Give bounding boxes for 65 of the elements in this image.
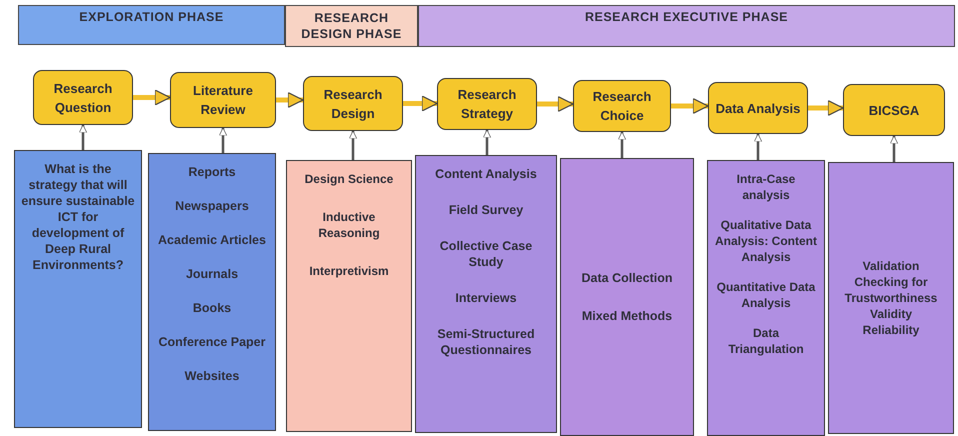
arrow	[348, 130, 358, 160]
phase-title: RESEARCH EXECUTIVE PHASE	[584, 9, 788, 25]
item-text: Books	[192, 300, 232, 316]
phase-title: EXPLORATION PHASE	[79, 9, 224, 25]
item-text: Validation Checking for Trustworthiness	[844, 258, 938, 306]
step-label: Research Design	[322, 86, 384, 122]
item-text: Websites	[184, 368, 240, 384]
item-text: Journals	[186, 266, 238, 282]
detail-panel	[286, 160, 412, 432]
step-label: Research Choice	[592, 88, 652, 125]
item-text: Interviews	[455, 290, 517, 306]
step-label: Research Strategy	[456, 86, 518, 123]
step-label: BICSGA	[868, 102, 920, 120]
arrow	[671, 98, 709, 114]
item-text: Collective Case Study	[438, 238, 534, 270]
process-box	[573, 80, 671, 132]
arrow	[890, 136, 898, 162]
arrow	[78, 124, 88, 150]
detail-panel	[707, 160, 825, 436]
item-text: Mixed Methods	[582, 308, 672, 324]
process-box	[843, 84, 945, 136]
arrow	[482, 130, 492, 155]
arrow	[537, 96, 574, 112]
item-text: Design Science	[304, 171, 394, 187]
step-label: Research Question	[52, 80, 114, 116]
arrow	[808, 100, 844, 116]
detail-panel	[148, 153, 276, 431]
item-text: Academic Articles	[158, 232, 266, 248]
item-text: Qualitative Data Analysis: Content Analysis	[714, 217, 818, 265]
step-label: Data Analysis	[716, 100, 800, 118]
item-text: Reports	[188, 164, 236, 180]
item-text: Validity	[870, 306, 912, 322]
item-text: Intra-Case analysis	[736, 171, 796, 203]
item-text: Quantitative Data Analysis	[716, 279, 816, 311]
process-box	[708, 82, 808, 134]
detail-panel	[14, 150, 142, 428]
process-box	[303, 76, 403, 131]
detail-panel	[415, 155, 557, 433]
item-text: Data Triangulation	[727, 325, 805, 357]
item-text: Interpretivism	[309, 263, 389, 279]
phase-band	[18, 5, 285, 45]
process-box	[170, 72, 276, 128]
detail-panel	[828, 162, 954, 434]
item-text: Data Collection	[582, 270, 672, 286]
item-text: Reliability	[862, 322, 920, 338]
arrow	[403, 95, 438, 112]
item-text: Semi-Structured Questionnaires	[436, 326, 536, 358]
phase-band	[418, 5, 955, 47]
item-text: Field Survey	[448, 202, 524, 218]
process-box	[437, 78, 537, 130]
phase-band	[285, 5, 418, 47]
step-label: Literature Review	[192, 82, 254, 119]
item-text: What is the strategy that will ensure sustainable ICT for development of Deep Rural Environments?	[21, 161, 135, 273]
item-text: Content Analysis	[435, 166, 537, 182]
item-text: Conference Paper	[158, 334, 266, 350]
item-text: Inductive Reasoning	[317, 209, 381, 241]
detail-panel	[560, 158, 694, 436]
item-text: Newspapers	[175, 198, 249, 214]
process-box	[33, 70, 133, 125]
arrow	[618, 132, 626, 158]
arrow	[754, 134, 762, 160]
arrow	[276, 92, 304, 108]
arrow	[218, 128, 228, 153]
phase-title: RESEARCH DESIGN PHASE	[300, 10, 403, 42]
arrow	[133, 89, 171, 106]
